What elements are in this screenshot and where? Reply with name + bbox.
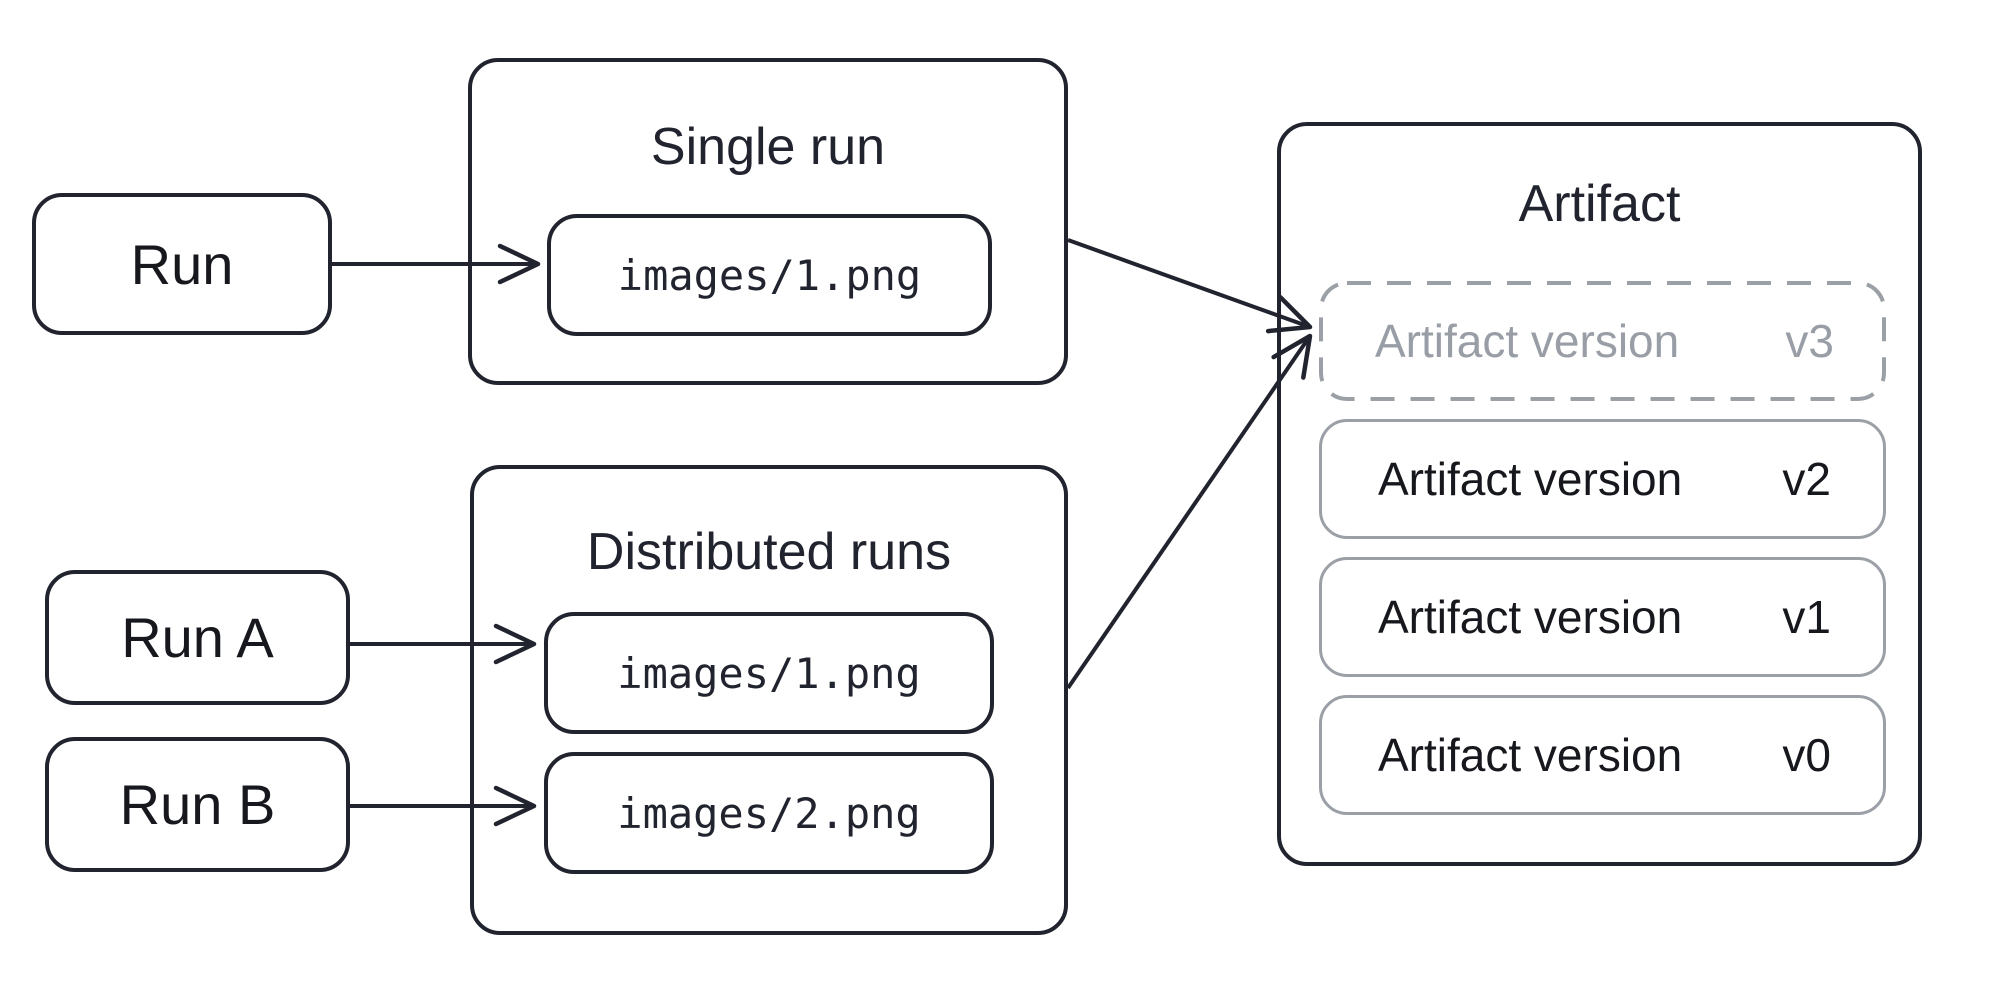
- single-run-file-node: images/1.png: [547, 214, 992, 336]
- artifact-group: Artifact Artifact version v3 Artifact ve…: [1277, 122, 1922, 866]
- artifact-version-row-v1: Artifact version v1: [1319, 557, 1886, 677]
- single-run-title: Single run: [650, 118, 886, 176]
- run-node: Run: [32, 193, 332, 335]
- connector-arrow-single-to-v3: [1067, 238, 1313, 334]
- distributed-runs-group: Distributed runs images/1.png images/2.p…: [470, 465, 1068, 935]
- artifact-version-tag: v1: [1782, 591, 1831, 643]
- run-b-node-label: Run B: [119, 773, 276, 836]
- run-b-node: Run B: [45, 737, 350, 872]
- artifact-version-row-v0: Artifact version v0: [1319, 695, 1886, 815]
- artifact-version-label: Artifact version: [1378, 453, 1683, 505]
- distributed-runs-title: Distributed runs: [586, 523, 952, 581]
- single-run-group: Single run images/1.png: [468, 58, 1068, 385]
- artifact-version-tag: v0: [1782, 729, 1831, 781]
- connector-arrow-distributed-to-v3: [1066, 333, 1313, 690]
- distributed-file-1-label: images/1.png: [617, 648, 921, 698]
- artifact-version-tag: v2: [1782, 453, 1831, 505]
- artifact-version-label: Artifact version: [1378, 729, 1683, 781]
- distributed-file-1-node: images/1.png: [544, 612, 994, 734]
- run-a-node: Run A: [45, 570, 350, 705]
- distributed-file-2-node: images/2.png: [544, 752, 994, 874]
- single-run-file-label: images/1.png: [617, 250, 922, 300]
- artifact-version-row-v2: Artifact version v2: [1319, 419, 1886, 539]
- artifact-version-label: Artifact version: [1375, 315, 1680, 367]
- run-node-label: Run: [130, 232, 234, 296]
- run-a-node-label: Run A: [121, 606, 274, 669]
- artifact-version-tag: v3: [1785, 315, 1834, 367]
- artifact-title: Artifact: [1518, 175, 1681, 233]
- artifact-version-row-v3: Artifact version v3: [1319, 281, 1886, 401]
- distributed-file-2-label: images/2.png: [617, 788, 921, 838]
- artifact-version-label: Artifact version: [1378, 591, 1683, 643]
